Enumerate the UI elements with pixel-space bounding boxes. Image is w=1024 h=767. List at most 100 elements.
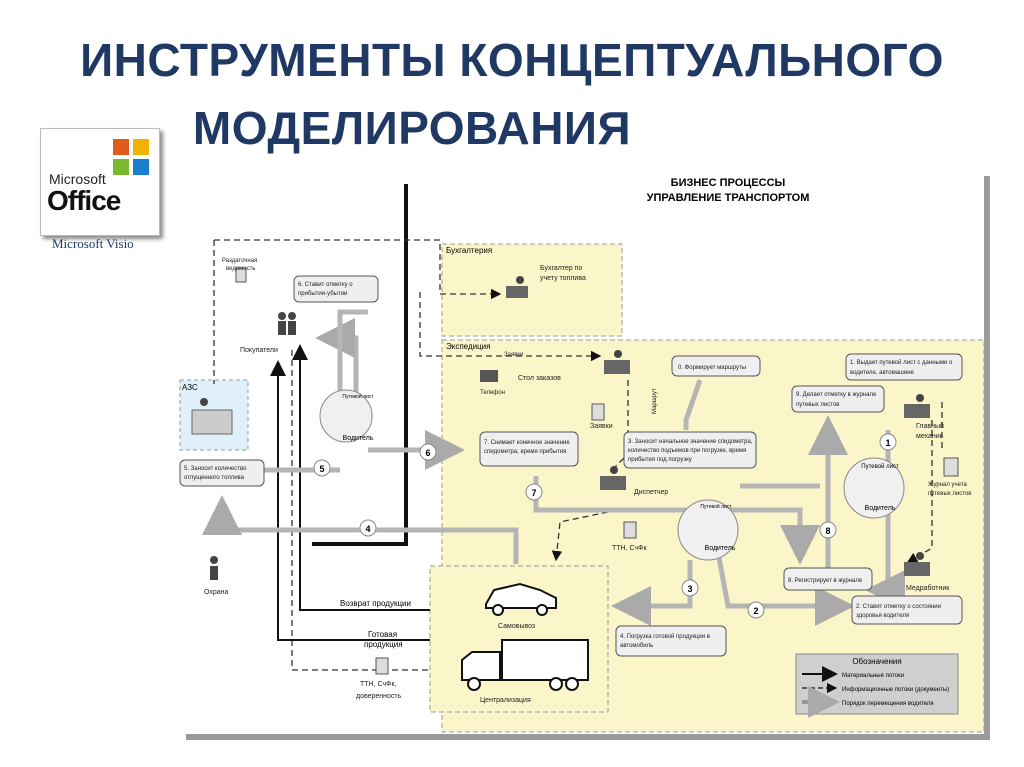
requests-doc-label: Заявки — [590, 423, 613, 430]
label-return-products: Возврат продукции — [340, 599, 411, 608]
svg-text:прибытии-убытии: прибытии-убытии — [298, 291, 347, 297]
medic-icon — [904, 552, 930, 576]
ttn-sf-label: ТТН, СчФк — [612, 545, 647, 552]
main-material-flow — [312, 184, 408, 546]
svg-text:прибытия под погрузку: прибытия под погрузку — [628, 457, 692, 463]
centralization-label: Централизация — [480, 697, 531, 704]
flow-number-7: 7 — [531, 488, 536, 498]
flow-number-1: 1 — [885, 438, 890, 448]
dispatcher-icon — [600, 466, 626, 490]
accountant-label-2: учету топлива — [540, 275, 586, 282]
slide-title-line2: МОДЕЛИРОВАНИЯ — [192, 102, 632, 154]
zone-expedition-label: Экспедиция — [446, 342, 490, 351]
order-desk-label: Стол заказов — [518, 375, 561, 382]
legend-title: Обозначения — [852, 657, 901, 666]
waybill-label-1: Путевой лист — [342, 393, 374, 400]
svg-text:отпущенного топлива: отпущенного топлива — [184, 475, 245, 481]
logo-brand-small: Microsoft — [49, 171, 106, 187]
chief-mechanic-label-2: механик — [916, 433, 944, 440]
medic-label: Медработник — [906, 584, 950, 592]
gas-attendant-icon — [191, 398, 233, 435]
driver-circles — [319, 389, 905, 561]
step-6-mark-text: 6. Ставит отметку о — [298, 282, 353, 288]
info-flow-mechanic — [908, 402, 943, 562]
flow-number-6: 6 — [425, 448, 430, 458]
accountant-label-1: Бухгалтер по — [540, 265, 582, 272]
legend-material: Материальные потоки — [842, 673, 904, 679]
journal-label-1: Журнал учета — [928, 482, 968, 488]
guard-icon — [210, 556, 218, 580]
slide-title-line1: ИНСТРУМЕНТЫ КОНЦЕПТУАЛЬНОГО — [80, 34, 944, 86]
requests-top-label: Заявки — [504, 352, 523, 358]
dispatch-sheet-label-2: ведомость — [226, 266, 256, 272]
accountant-icon — [506, 276, 528, 298]
svg-text:путевых листов: путевых листов — [796, 402, 840, 408]
logo-brand-big: Office — [47, 185, 121, 216]
legend-driver-order: Порядок перемещения водителя — [842, 701, 934, 707]
driver-label-1: Водитель — [343, 435, 374, 442]
info-flow-requests — [419, 292, 602, 362]
step-3-text: 3. Заносит начальное значение спидометра… — [628, 439, 753, 445]
flow-return-products — [292, 344, 430, 611]
dispatcher-label: Диспетчер — [634, 489, 668, 496]
diagram-heading-1: БИЗНЕС ПРОЦЕССЫ — [671, 177, 786, 189]
flow-number-markers: 1 2 3 4 5 6 7 8 — [313, 433, 897, 619]
flow-number-3: 3 — [687, 584, 692, 594]
info-flow-ttn — [551, 511, 609, 562]
step-boxes — [179, 275, 963, 657]
step-5-text: 5. Заносит количество — [184, 466, 247, 472]
phone-label: Телефон — [480, 390, 505, 396]
order-desk-icon — [604, 350, 630, 374]
flow-ready-products — [270, 360, 430, 641]
svg-text:спидометра, время прибытия: спидометра, время прибытия — [484, 449, 566, 455]
zone-accounting-label: Бухгалтерия — [446, 246, 492, 255]
label-ready-products-1: Готовая — [368, 630, 397, 639]
flow-number-2: 2 — [753, 606, 758, 616]
driver-label-3: Водитель — [865, 505, 896, 512]
step-1-text: 1. Выдает путевой лист с данными о — [850, 359, 953, 366]
office-logo-icon — [113, 139, 149, 175]
step-0-text: 0. Формирует маршруты — [678, 365, 746, 371]
document-icons — [235, 267, 959, 675]
step-8-text: 8. Регистрирует в журнале — [788, 578, 863, 584]
ttn-power-label-2: доверенность — [356, 693, 402, 700]
office-logo: Microsoft Office — [40, 128, 160, 236]
zone-gas-station-label: АЗС — [182, 383, 198, 392]
waybill-label-3: Путевой лист — [861, 463, 899, 470]
flow-number-5: 5 — [319, 464, 324, 474]
label-ready-products-2: продукция — [364, 640, 403, 649]
step-9-text: 9. Делает отметку в журнале — [796, 392, 877, 398]
route-label: Маршрут — [652, 388, 658, 414]
svg-text:количество подъемов при погруз: количество подъемов при погрузке, время — [628, 448, 746, 454]
chief-mechanic-label-1: Главный — [916, 422, 944, 430]
step-2-text: 2. Ставит отметку о состоянии — [856, 604, 941, 610]
step-texts: 6. Ставит отметку о прибытии-убытии 0. Ф… — [184, 282, 953, 649]
car-icon — [485, 582, 557, 616]
journal-label-2: путевых листов — [928, 491, 972, 497]
step-4-text: 4. Погрузка готовой продукции в — [620, 633, 710, 640]
ttn-power-label-1: ТТН, СчФк, — [360, 681, 397, 688]
truck-icon — [461, 639, 589, 691]
dispatch-sheet-label-1: Раздаточная — [222, 258, 257, 264]
svg-text:водителе, автомашине: водителе, автомашине — [850, 370, 915, 376]
logo-caption: Microsoft Visio — [52, 236, 134, 251]
self-pickup-label: Самовывоз — [498, 623, 535, 630]
driver-label-2: Водитель — [705, 545, 736, 552]
phone-icon — [480, 370, 498, 382]
svg-text:здоровья водителя: здоровья водителя — [856, 613, 909, 619]
waybill-label-2: Путевой лист — [700, 503, 732, 510]
diagram-heading-2: УПРАВЛЕНИЕ ТРАНСПОРТОМ — [647, 192, 810, 204]
legend: Обозначения Материальные потоки Информац… — [795, 653, 959, 718]
person-icons — [191, 267, 959, 675]
svg-text:автомобиль: автомобиль — [620, 643, 653, 649]
flow-number-4: 4 — [365, 524, 370, 534]
buyers-icon — [278, 312, 296, 335]
guard-label: Охрана — [204, 589, 229, 596]
mechanic-icon — [904, 394, 930, 418]
zone-accounting — [441, 243, 623, 337]
buyers-label: Покупатели — [240, 347, 278, 354]
step-7-text: 7. Снимает конечное значение — [484, 440, 570, 446]
flow-number-8: 8 — [825, 526, 830, 536]
info-flow-accounting — [213, 239, 500, 384]
